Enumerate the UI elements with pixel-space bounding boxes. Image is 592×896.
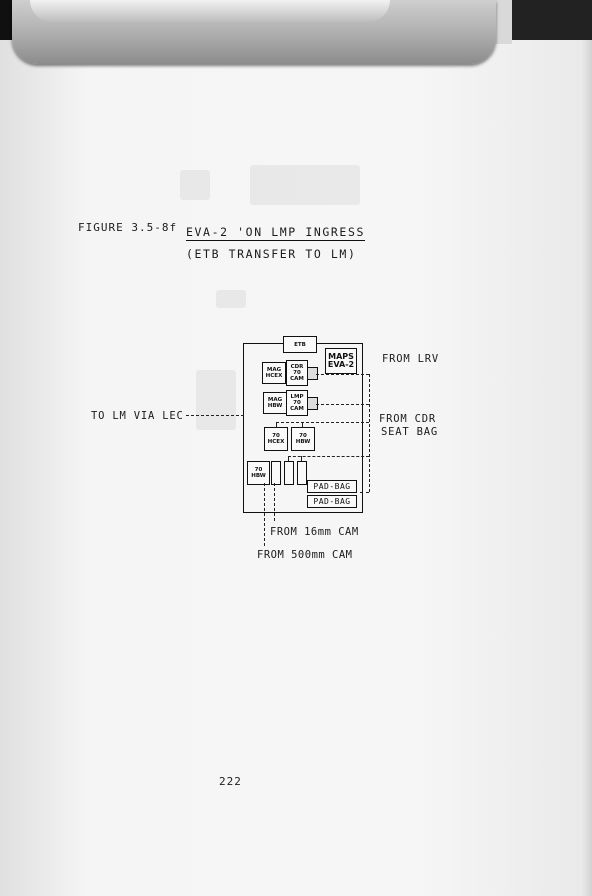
label-from-lrv: FROM LRV — [382, 353, 439, 365]
hcex-70-box: 70 HCEX — [264, 427, 288, 451]
transfer-line — [301, 456, 302, 461]
transfer-line — [369, 374, 370, 492]
label-seat-bag: SEAT BAG — [381, 426, 438, 438]
transfer-line — [316, 404, 369, 405]
transfer-line-500mm — [264, 483, 265, 546]
label-from-cdr: FROM CDR — [379, 413, 436, 425]
mag-hcex-box: MAG HCEX — [262, 362, 286, 384]
mag-hbw-box: MAG HBW — [263, 392, 287, 414]
camera-icon — [307, 367, 318, 380]
transfer-line-to-lm — [186, 415, 244, 416]
bleed-through-mark — [196, 370, 236, 430]
bleed-through-mark — [216, 290, 246, 308]
transfer-line — [288, 456, 289, 461]
background-dark-area — [508, 0, 592, 44]
transfer-line — [360, 492, 369, 493]
label-from-16mm-cam: FROM 16mm CAM — [270, 526, 359, 538]
label-to-lm-via-lec: TO LM VIA LEC — [91, 410, 184, 422]
cdr-70-cam-box: CDR 70 CAM — [286, 360, 308, 386]
camera-icon — [307, 397, 318, 410]
figure-subtitle: (ETB TRANSFER TO LM) — [186, 247, 357, 261]
document-page: FIGURE 3.5-8f EVA-2 'ON LMP INGRESS (ETB… — [0, 40, 592, 896]
label-from-500mm-cam: FROM 500mm CAM — [257, 549, 353, 561]
transfer-line — [316, 374, 369, 375]
transfer-line — [276, 422, 369, 423]
page-number: 222 — [219, 775, 242, 788]
maps-box: MAPS EVA-2 — [325, 348, 357, 374]
pad-bag-box: PAD-BAG — [307, 480, 357, 493]
transfer-line-16mm — [274, 483, 275, 521]
transfer-line — [302, 422, 303, 428]
bleed-through-mark — [180, 170, 210, 200]
transfer-line — [288, 456, 369, 457]
lmp-70-cam-box: LMP 70 CAM — [286, 390, 308, 416]
hbw-70-box: 70 HBW — [291, 427, 315, 451]
figure-label: FIGURE 3.5-8f — [78, 221, 178, 234]
bleed-through-mark — [250, 165, 360, 205]
figure-title: EVA-2 'ON LMP INGRESS — [186, 225, 365, 241]
pad-bag-box: PAD-BAG — [307, 495, 357, 508]
film-magazine-box — [271, 461, 281, 485]
film-magazine-box — [297, 461, 307, 485]
etb-box: ETB — [283, 336, 317, 353]
hbw-70-box: 70 HBW — [247, 461, 270, 485]
clipboard-clip-highlight — [30, 0, 390, 22]
etb-diagram: ETB MAPS EVA-2 MAG HCEX CDR 70 CAM MAG H… — [0, 40, 592, 896]
transfer-line — [276, 422, 277, 428]
film-magazine-box — [284, 461, 294, 485]
